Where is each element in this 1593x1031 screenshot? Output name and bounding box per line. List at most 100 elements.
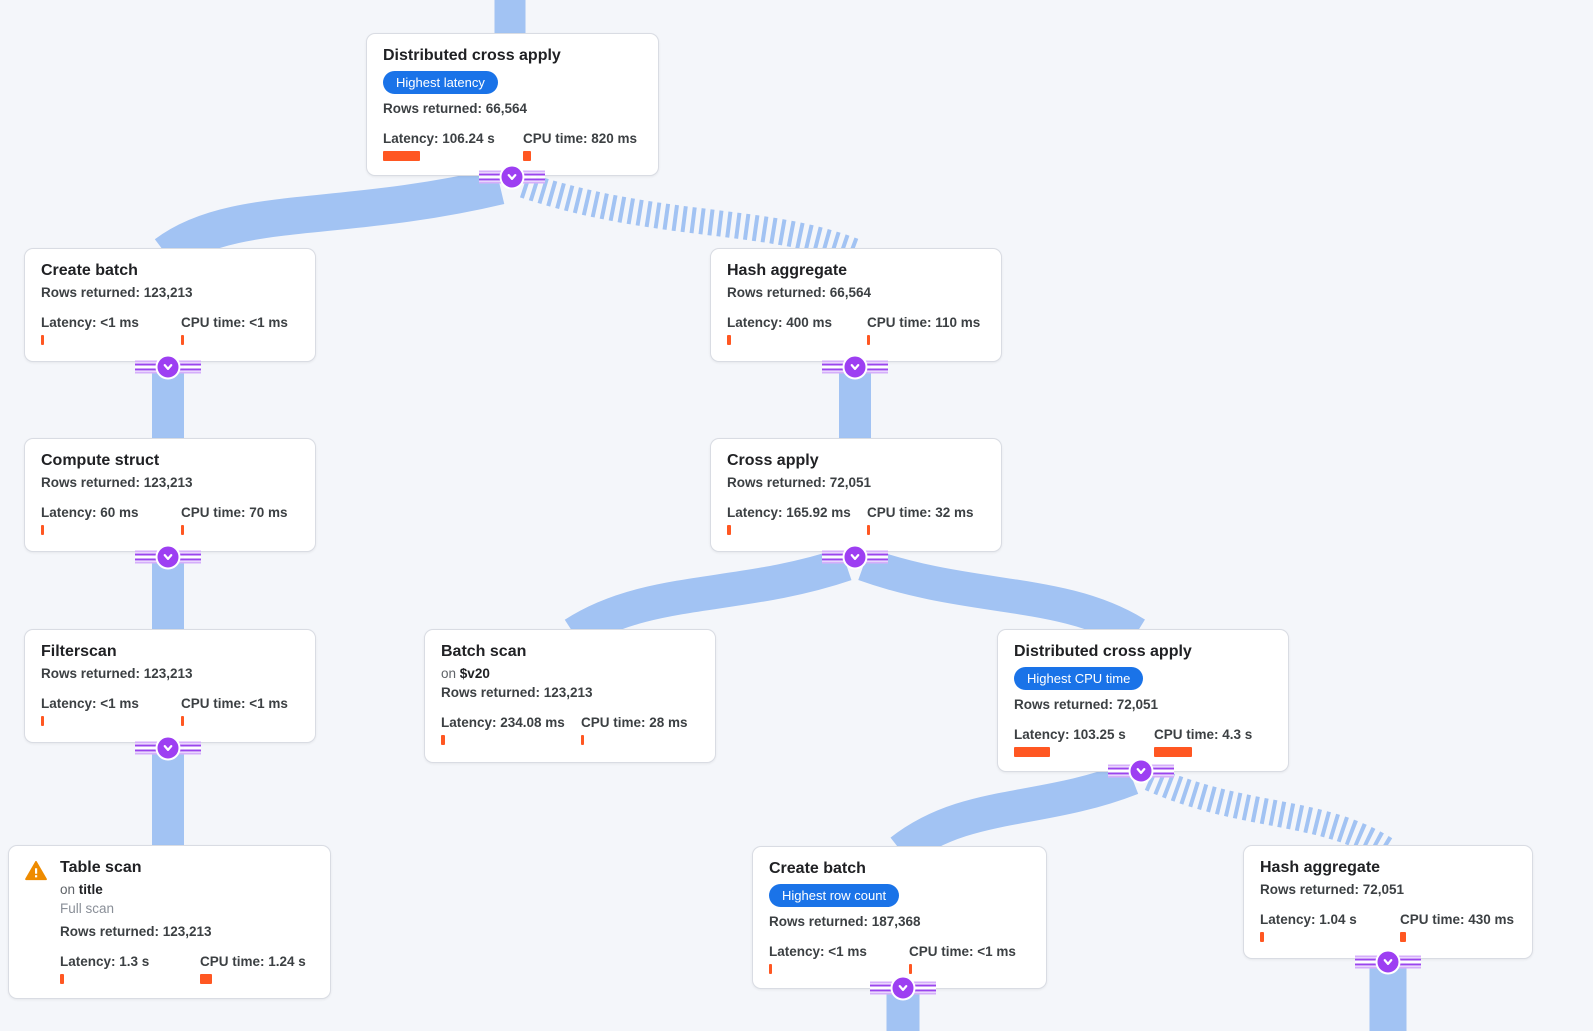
cpu-time-bar — [523, 151, 531, 161]
chevron-down-icon[interactable] — [1128, 758, 1154, 784]
highest-cpu-time-badge: Highest CPU time — [1014, 667, 1144, 690]
latency-label: Latency: 234.08 ms — [441, 715, 565, 730]
cpu-time-label: CPU time: 110 ms — [867, 315, 981, 330]
scan-target: on title — [60, 882, 103, 897]
latency-bar — [727, 335, 731, 345]
warning-icon — [25, 861, 47, 881]
plan-node-distributed-cross-apply-root[interactable]: Distributed cross apply Highest latency … — [366, 33, 659, 176]
latency-label: Latency: 1.04 s — [1260, 912, 1357, 927]
cpu-time-label: CPU time: 28 ms — [581, 715, 688, 730]
edge-root-to-create-batch — [154, 167, 505, 270]
collapse-toggle-distributed-cross-apply-2[interactable] — [1108, 758, 1174, 784]
collapse-toggle-compute-struct[interactable] — [135, 544, 201, 570]
cpu-time-bar — [181, 335, 184, 345]
latency-bar — [441, 735, 445, 745]
cpu-time-label: CPU time: 4.3 s — [1154, 727, 1253, 742]
rows-returned: Rows returned: 66,564 — [727, 285, 872, 300]
collapse-toggle-filterscan[interactable] — [135, 735, 201, 761]
chevron-down-icon[interactable] — [842, 544, 868, 570]
latency-bar — [383, 151, 420, 161]
latency-label: Latency: <1 ms — [41, 696, 139, 711]
edge-root-to-hash-aggregate — [519, 172, 861, 265]
collapse-toggle-root[interactable] — [479, 164, 545, 190]
cpu-time-label: CPU time: <1 ms — [181, 696, 288, 711]
cpu-time-bar — [867, 335, 870, 345]
latency-bar — [41, 716, 44, 726]
rows-returned: Rows returned: 72,051 — [1014, 697, 1159, 712]
rows-returned: Rows returned: 123,213 — [41, 475, 193, 490]
latency-label: Latency: 165.92 ms — [727, 505, 851, 520]
collapse-toggle-create-batch-2[interactable] — [870, 975, 936, 1001]
plan-node-hash-aggregate-1[interactable]: Hash aggregate Rows returned: 66,564 Lat… — [710, 248, 1002, 362]
collapse-toggle-create-batch-1[interactable] — [135, 354, 201, 380]
plan-node-table-scan[interactable]: Table scan on title Full scan Rows retur… — [8, 845, 331, 999]
latency-label: Latency: 60 ms — [41, 505, 139, 520]
node-title: Hash aggregate — [1260, 859, 1381, 876]
latency-bar — [727, 525, 731, 535]
plan-node-hash-aggregate-2[interactable]: Hash aggregate Rows returned: 72,051 Lat… — [1243, 845, 1533, 959]
cpu-time-bar — [181, 525, 184, 535]
plan-node-compute-struct[interactable]: Compute struct Rows returned: 123,213 La… — [24, 438, 316, 552]
cpu-time-label: CPU time: <1 ms — [909, 944, 1016, 959]
cpu-time-bar — [200, 974, 212, 984]
node-title: Batch scan — [441, 643, 527, 660]
plan-node-filterscan[interactable]: Filterscan Rows returned: 123,213 Latenc… — [24, 629, 316, 743]
cpu-time-label: CPU time: <1 ms — [181, 315, 288, 330]
cpu-time-label: CPU time: 32 ms — [867, 505, 974, 520]
collapse-toggle-hash-aggregate-2[interactable] — [1355, 949, 1421, 975]
chevron-down-icon[interactable] — [155, 544, 181, 570]
plan-node-batch-scan[interactable]: Batch scan on $v20 Rows returned: 123,21… — [424, 629, 716, 763]
latency-bar — [769, 964, 772, 974]
plan-node-distributed-cross-apply-2[interactable]: Distributed cross apply Highest CPU time… — [997, 629, 1289, 772]
plan-node-cross-apply[interactable]: Cross apply Rows returned: 72,051 Latenc… — [710, 438, 1002, 552]
node-title: Cross apply — [727, 452, 819, 469]
rows-returned: Rows returned: 187,368 — [769, 914, 921, 929]
latency-label: Latency: 1.3 s — [60, 954, 150, 969]
chevron-down-icon[interactable] — [155, 354, 181, 380]
latency-label: Latency: <1 ms — [769, 944, 867, 959]
collapse-toggle-hash-aggregate-1[interactable] — [822, 354, 888, 380]
cpu-time-label: CPU time: 820 ms — [523, 131, 638, 146]
highest-row-count-badge: Highest row count — [769, 884, 900, 907]
latency-bar — [41, 335, 44, 345]
plan-node-create-batch-2[interactable]: Create batch Highest row count Rows retu… — [752, 846, 1047, 989]
rows-returned: Rows returned: 123,213 — [441, 685, 593, 700]
latency-label: Latency: 400 ms — [727, 315, 833, 330]
cpu-time-bar — [867, 525, 870, 535]
cpu-time-bar — [909, 964, 912, 974]
highest-latency-badge: Highest latency — [383, 71, 498, 94]
edge-cross-apply-to-distributed-cross-apply — [858, 547, 1145, 649]
cpu-time-bar — [181, 716, 184, 726]
node-title: Compute struct — [41, 452, 160, 469]
latency-bar — [60, 974, 64, 984]
chevron-down-icon[interactable] — [155, 735, 181, 761]
latency-label: Latency: 106.24 s — [383, 131, 495, 146]
node-title: Table scan — [60, 859, 142, 876]
collapse-toggle-cross-apply[interactable] — [822, 544, 888, 570]
plan-node-create-batch-1[interactable]: Create batch Rows returned: 123,213 Late… — [24, 248, 316, 362]
cpu-time-label: CPU time: 430 ms — [1400, 912, 1515, 927]
node-title: Distributed cross apply — [1014, 643, 1192, 660]
edge-cross-apply-to-batch-scan — [564, 547, 852, 649]
chevron-down-icon[interactable] — [890, 975, 916, 1001]
full-scan-note: Full scan — [60, 901, 115, 916]
rows-returned: Rows returned: 123,213 — [60, 924, 212, 939]
rows-returned: Rows returned: 72,051 — [727, 475, 872, 490]
latency-label: Latency: <1 ms — [41, 315, 139, 330]
latency-label: Latency: 103.25 s — [1014, 727, 1126, 742]
scan-target: on $v20 — [441, 666, 490, 681]
latency-bar — [1260, 932, 1264, 942]
chevron-down-icon[interactable] — [1375, 949, 1401, 975]
latency-bar — [41, 525, 44, 535]
node-title: Hash aggregate — [727, 262, 848, 279]
rows-returned: Rows returned: 66,564 — [383, 101, 528, 116]
rows-returned: Rows returned: 72,051 — [1260, 882, 1405, 897]
latency-bar — [1014, 747, 1050, 757]
edge-dca2-to-hash-aggregate — [1144, 766, 1396, 863]
chevron-down-icon[interactable] — [499, 164, 525, 190]
rows-returned: Rows returned: 123,213 — [41, 666, 193, 681]
chevron-down-icon[interactable] — [842, 354, 868, 380]
edge-dca2-to-create-batch — [890, 762, 1139, 865]
node-title: Create batch — [41, 262, 138, 279]
cpu-time-bar — [581, 735, 584, 745]
